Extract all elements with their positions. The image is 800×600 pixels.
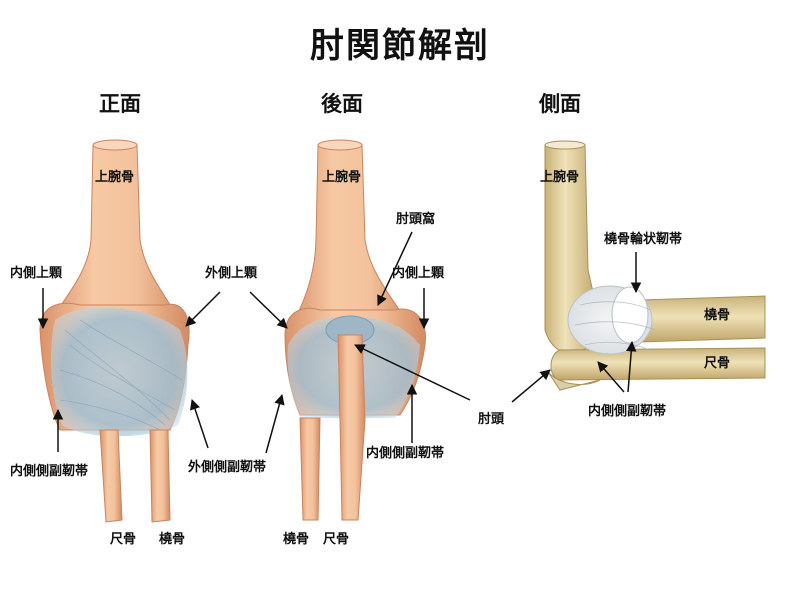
- front-view-figure: [39, 139, 190, 523]
- view-title-side: 側面: [539, 92, 581, 116]
- side-view-figure: [544, 140, 766, 391]
- view-title-front: 正面: [99, 92, 141, 116]
- label-front-lateral-epicondyle: 外側上顆: [205, 266, 258, 281]
- back-view-figure: [284, 139, 426, 521]
- label-front-ulna: 尺骨: [110, 532, 137, 547]
- label-back-olecranon-fossa: 肘頭窩: [396, 212, 436, 227]
- label-back-medial-epicondyle: 内側上顆: [392, 266, 445, 281]
- label-side-annular-ligament: 橈骨輪状靭帯: [604, 232, 683, 247]
- label-side-humerus: 上腕骨: [540, 170, 580, 185]
- page-title: 肘関節解剖: [310, 26, 490, 66]
- label-back-humerus: 上腕骨: [322, 170, 362, 185]
- label-side-mcl: 内側側副靭帯: [588, 404, 667, 419]
- label-side-radius: 橈骨: [704, 308, 731, 323]
- label-back-mcl: 内側側副靭帯: [366, 446, 445, 461]
- label-front-radius: 橈骨: [159, 532, 186, 547]
- view-title-back: 後面: [321, 92, 363, 116]
- pointer-arrows: [37, 231, 642, 454]
- label-front-lcl: 外側側副靭帯: [188, 460, 267, 475]
- label-side-ulna: 尺骨: [704, 356, 731, 371]
- label-back-olecranon: 肘頭: [478, 412, 505, 427]
- label-front-medial-epicondyle: 内側上顆: [10, 266, 63, 281]
- label-front-mcl: 内側側副靭帯: [10, 464, 89, 479]
- label-back-ulna: 尺骨: [323, 532, 350, 547]
- label-front-humerus: 上腕骨: [95, 170, 135, 185]
- label-back-radius: 橈骨: [283, 532, 310, 547]
